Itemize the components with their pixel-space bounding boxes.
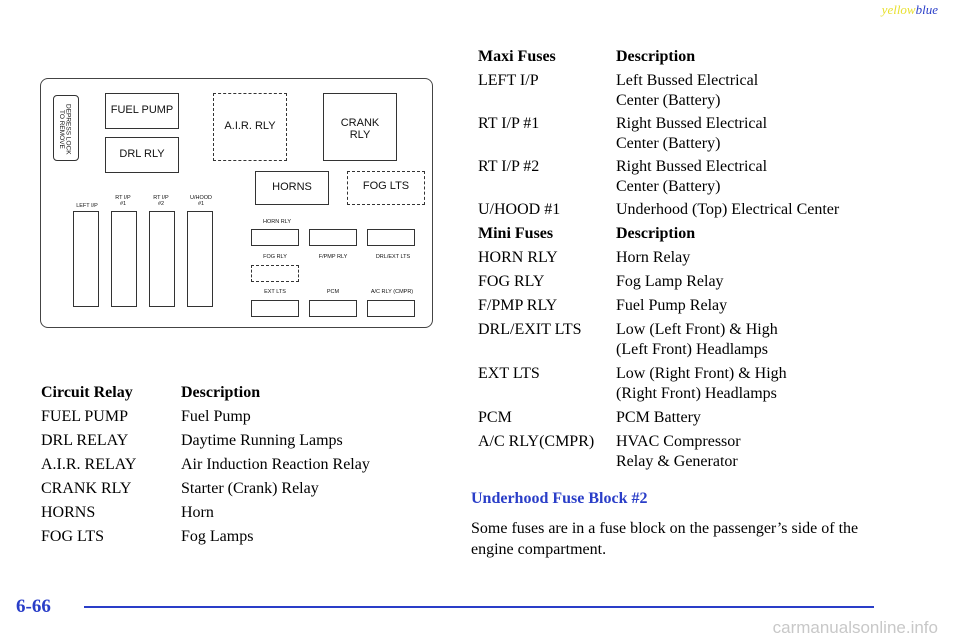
table-row: HORN RLY Horn Relay [478, 249, 691, 266]
mini-fuse-fog-rly-top [309, 229, 357, 246]
table-row: CRANK RLY Starter (Crank) Relay [41, 480, 319, 497]
left-ip-label: LEFT I/P [76, 203, 98, 209]
brand-blue: blue [915, 2, 938, 17]
section-paragraph: Some fuses are in a fuse block on the pa… [471, 520, 859, 558]
mini-fuses-table: Mini Fuses Description HORN RLY Horn Rel… [478, 224, 898, 476]
table-row: DRL/EXIT LTS Low (Left Front) & High(Lef… [478, 321, 778, 358]
column-header: Circuit Relay [41, 384, 133, 401]
mini-fuse-ac-rly [367, 300, 415, 317]
column-header: Mini Fuses [478, 225, 554, 242]
table-row: HORNS Horn [41, 504, 214, 521]
column-header: Description [616, 225, 696, 242]
footer-rule [84, 606, 874, 608]
fog-lts-label: FOG LTS [362, 180, 410, 192]
table-row: FUEL PUMP Fuel Pump [41, 408, 251, 425]
table-header: Circuit Relay Description [41, 383, 441, 407]
table-row: PCM PCM Battery [478, 409, 701, 426]
maxi-fuse-rt-ip1 [111, 211, 137, 307]
table-header: Maxi Fuses Description [478, 47, 898, 71]
column-header: Maxi Fuses [478, 48, 556, 65]
maxi-fuse-rt-ip2 [149, 211, 175, 307]
uhood-label: U/HOOD#1 [190, 195, 212, 207]
table-row: F/PMP RLY Fuel Pump Relay [478, 297, 728, 314]
mini-fuse-empty-slot [251, 265, 299, 282]
table-row: FOG LTS Fog Lamps [41, 528, 254, 545]
ac-rly-label: A/C RLY (CMPR) [370, 289, 414, 295]
fuel-pump-label: FUEL PUMP [110, 104, 174, 116]
drl-relay: DRL RLY [105, 137, 179, 173]
pcm-label: PCM [326, 289, 340, 295]
drl-ext-lts-label: DRL/EXT LTS [375, 254, 411, 260]
column-header: Description [616, 48, 696, 65]
page-number: 6-66 [16, 596, 51, 617]
brand-yellow: yellow [881, 2, 916, 17]
table-row: FOG RLY Fog Lamp Relay [478, 273, 724, 290]
fuel-pump-relay: FUEL PUMP [105, 93, 179, 129]
maxi-fuses-table: Maxi Fuses Description LEFT I/P Left Bus… [478, 47, 898, 224]
rt-ip1-label: RT I/P#1 [115, 195, 131, 207]
mini-fuse-horn-rly [251, 229, 299, 246]
table-row: EXT LTS Low (Right Front) & High(Right F… [478, 365, 787, 402]
circuit-relay-table: Circuit Relay Description FUEL PUMP Fuel… [41, 383, 441, 551]
horns-relay: HORNS [255, 171, 329, 205]
fog-rly-label: FOG RLY [263, 254, 287, 260]
mini-fuse-pcm [309, 300, 357, 317]
table-row: DRL RELAY Daytime Running Lamps [41, 432, 343, 449]
drl-rly-label: DRL RLY [119, 148, 165, 160]
rt-ip2-label: RT I/P#2 [153, 195, 169, 207]
column-header: Description [181, 384, 261, 401]
mini-fuse-ext-lts [251, 300, 299, 317]
table-row: U/HOOD #1 Underhood (Top) Electrical Cen… [478, 201, 840, 218]
brand-mark: yellowblue [882, 2, 938, 18]
table-row: A.I.R. RELAY Air Induction Reaction Rela… [41, 456, 370, 473]
table-header: Mini Fuses Description [478, 224, 898, 248]
horns-label: HORNS [272, 181, 312, 193]
ext-lts-label: EXT LTS [264, 289, 286, 295]
mini-fuse-drl-top [367, 229, 415, 246]
air-relay-slot [213, 93, 287, 161]
fpmp-rly-label: F/PMP RLY [318, 254, 348, 260]
watermark: carmanualsonline.info [772, 618, 938, 637]
air-rly-label: A.I.R. RLY [224, 120, 276, 132]
section-title: Underhood Fuse Block #2 [471, 490, 648, 507]
horn-rly-label: HORN RLY [262, 219, 291, 225]
fog-lts-slot [347, 171, 425, 205]
maxi-fuse-left-ip [73, 211, 99, 307]
maxi-fuse-uhood1 [187, 211, 213, 307]
